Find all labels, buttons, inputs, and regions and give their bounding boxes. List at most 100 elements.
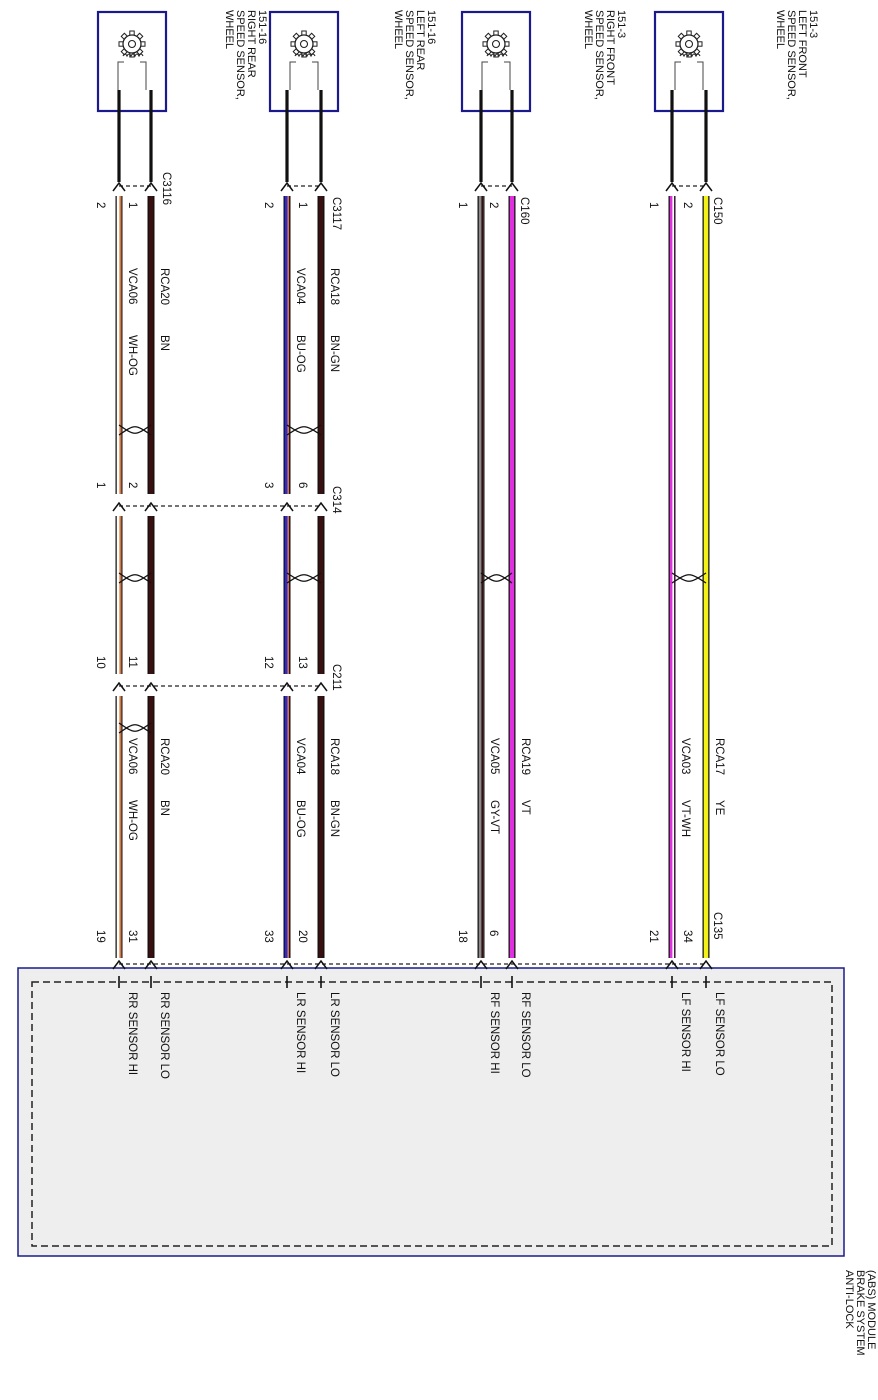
circuit-label-rr-hi: VCA06 bbox=[126, 268, 138, 304]
c314-pin-rr-lo: 2 bbox=[126, 482, 138, 488]
pin-chevron bbox=[474, 959, 488, 970]
wire-rr-hi-seg2 bbox=[115, 516, 123, 674]
pin-chevron bbox=[280, 681, 294, 692]
sensor-pin-lf-lo: 2 bbox=[681, 202, 693, 208]
sensor-box bbox=[96, 10, 168, 113]
signal-label-rf-hi: RF SENSOR HI bbox=[488, 992, 500, 1074]
module-pin-rf-lo: 6 bbox=[487, 930, 499, 936]
sensor-pin-rr-lo: 1 bbox=[126, 202, 138, 208]
twisted-pair-icon bbox=[480, 572, 513, 584]
c211-pin-lr-hi: 12 bbox=[262, 656, 274, 669]
circuit-label-lr-hi: VCA04 bbox=[294, 268, 306, 305]
pin-chevron bbox=[665, 959, 679, 970]
circuit-label-lower-lr-lo: RCA18 bbox=[328, 738, 340, 775]
signal-label-lf-hi: LF SENSOR HI bbox=[679, 992, 691, 1072]
color-label-lower-rr-hi: WH-OG bbox=[126, 800, 138, 841]
connector-label-c135: C135 bbox=[711, 912, 723, 940]
signal-label-lf-lo: LF SENSOR LO bbox=[713, 992, 725, 1076]
connector-label-c211: C211 bbox=[330, 664, 342, 691]
color-label-rr-hi: WH-OG bbox=[126, 335, 138, 376]
color-label-lr-hi: BU-OG bbox=[294, 335, 306, 373]
wire-rf-hi bbox=[477, 196, 485, 958]
connector-label-rf: C160 bbox=[518, 197, 530, 225]
wire-rr-hi-seg3 bbox=[115, 696, 123, 958]
sensor-title-right-front: WHEEL SPEED SENSOR, RIGHT FRONT 151-3 bbox=[582, 10, 627, 103]
signal-label-rf-lo: RF SENSOR LO bbox=[519, 992, 531, 1078]
circuit-label-rf-lo: RCA19 bbox=[519, 738, 531, 775]
signal-label-rr-lo: RR SENSOR LO bbox=[158, 992, 170, 1079]
sensor-pin-lr-hi: 2 bbox=[262, 202, 274, 208]
twisted-pair-icon bbox=[118, 722, 152, 734]
pin-chevron bbox=[699, 181, 713, 192]
color-label-rf-lo: VT bbox=[519, 800, 531, 815]
color-label-lr-lo: BN-GN bbox=[328, 335, 340, 372]
twisted-pair-icon bbox=[286, 424, 322, 436]
pin-chevron bbox=[112, 681, 126, 692]
gear-icon bbox=[482, 30, 510, 58]
c314-pin-lr-lo: 6 bbox=[296, 482, 308, 488]
circuit-label-lower-lr-hi: VCA04 bbox=[294, 738, 306, 775]
c314-pin-lr-hi: 3 bbox=[262, 482, 274, 488]
module-pin-lf-hi: 21 bbox=[647, 930, 659, 943]
twisted-pair-icon bbox=[118, 424, 152, 436]
twisted-pair-icon bbox=[286, 572, 322, 584]
module-pin-lf-lo: 34 bbox=[681, 930, 693, 943]
sensor-pin-lf-hi: 1 bbox=[647, 202, 659, 208]
signal-label-lr-hi: LR SENSOR HI bbox=[294, 992, 306, 1073]
color-label-lower-rr-lo: BN bbox=[158, 800, 170, 816]
wire-lf-hi bbox=[668, 196, 676, 958]
coil-icon bbox=[679, 53, 701, 58]
wire-rr-hi-seg1 bbox=[115, 196, 123, 494]
abs-module-outline bbox=[17, 967, 845, 1257]
gear-icon bbox=[290, 30, 318, 58]
pin-chevron bbox=[144, 501, 158, 512]
color-label-lower-lr-lo: BN-GN bbox=[328, 800, 340, 837]
coil-icon bbox=[294, 53, 316, 58]
circuit-label-lf-lo: RCA17 bbox=[713, 738, 725, 775]
sensor-pin-rr-hi: 2 bbox=[94, 202, 106, 208]
pin-chevron bbox=[314, 181, 328, 192]
pin-chevron bbox=[112, 959, 126, 970]
pin-chevron bbox=[144, 959, 158, 970]
pin-chevron bbox=[505, 181, 519, 192]
gear-icon bbox=[118, 30, 146, 58]
connector-labels: C3116 C3117 C160 C150 C314 C211 C135 bbox=[160, 172, 723, 940]
color-label-lf-lo: YE bbox=[713, 800, 725, 816]
pin-chevron bbox=[112, 181, 126, 192]
pin-chevron bbox=[665, 181, 679, 192]
c211-pin-rr-lo: 11 bbox=[126, 656, 138, 668]
sensor-titles: WHEEL SPEED SENSOR, RIGHT REAR 151-16 WH… bbox=[223, 10, 819, 103]
connector-label-rr: C3116 bbox=[160, 172, 172, 205]
pin-chevron bbox=[314, 681, 328, 692]
connector-label-lr: C3117 bbox=[330, 197, 342, 230]
sensor-title-left-rear: WHEEL SPEED SENSOR, LEFT REAR 151-16 bbox=[392, 10, 437, 103]
sensor-boxes bbox=[96, 10, 725, 113]
circuit-label-lf-hi: VCA03 bbox=[679, 738, 691, 774]
twisted-pair-icon bbox=[118, 572, 152, 584]
pin-chevron bbox=[144, 681, 158, 692]
module-pin-rr-lo: 31 bbox=[126, 930, 138, 943]
sensor-left-rear bbox=[268, 10, 340, 113]
color-label-rr-lo: BN bbox=[158, 335, 170, 351]
pin-chevron bbox=[280, 501, 294, 512]
circuit-label-lr-lo: RCA18 bbox=[328, 268, 340, 305]
wire-lr-hi-seg2 bbox=[283, 516, 291, 674]
circuit-label-rr-lo: RCA20 bbox=[158, 268, 170, 305]
sensor-title-right-rear: WHEEL SPEED SENSOR, RIGHT REAR 151-16 bbox=[223, 10, 268, 103]
connector-label-c314: C314 bbox=[330, 486, 342, 514]
sensor-box bbox=[460, 10, 532, 113]
c211-pin-lr-lo: 13 bbox=[296, 656, 308, 669]
sensor-right-rear bbox=[96, 10, 168, 113]
color-label-rf-hi: GY-VT bbox=[488, 800, 500, 834]
sensor-left-front bbox=[653, 10, 725, 113]
abs-module bbox=[17, 967, 845, 1257]
sensor-pin-rf-hi: 1 bbox=[456, 202, 468, 208]
module-pin-lr-lo: 20 bbox=[296, 930, 308, 943]
wire-lr-hi-seg3 bbox=[283, 696, 291, 958]
connector-label-lf: C150 bbox=[711, 197, 723, 225]
signal-label-lr-lo: LR SENSOR LO bbox=[328, 992, 340, 1077]
pin-chevron bbox=[314, 959, 328, 970]
coil-icon bbox=[122, 53, 144, 58]
module-pin-rf-hi: 18 bbox=[456, 930, 468, 943]
abs-module-title: ANTI-LOCK BRAKE SYSTEM (ABS) MODULE 151-… bbox=[843, 1270, 878, 1359]
